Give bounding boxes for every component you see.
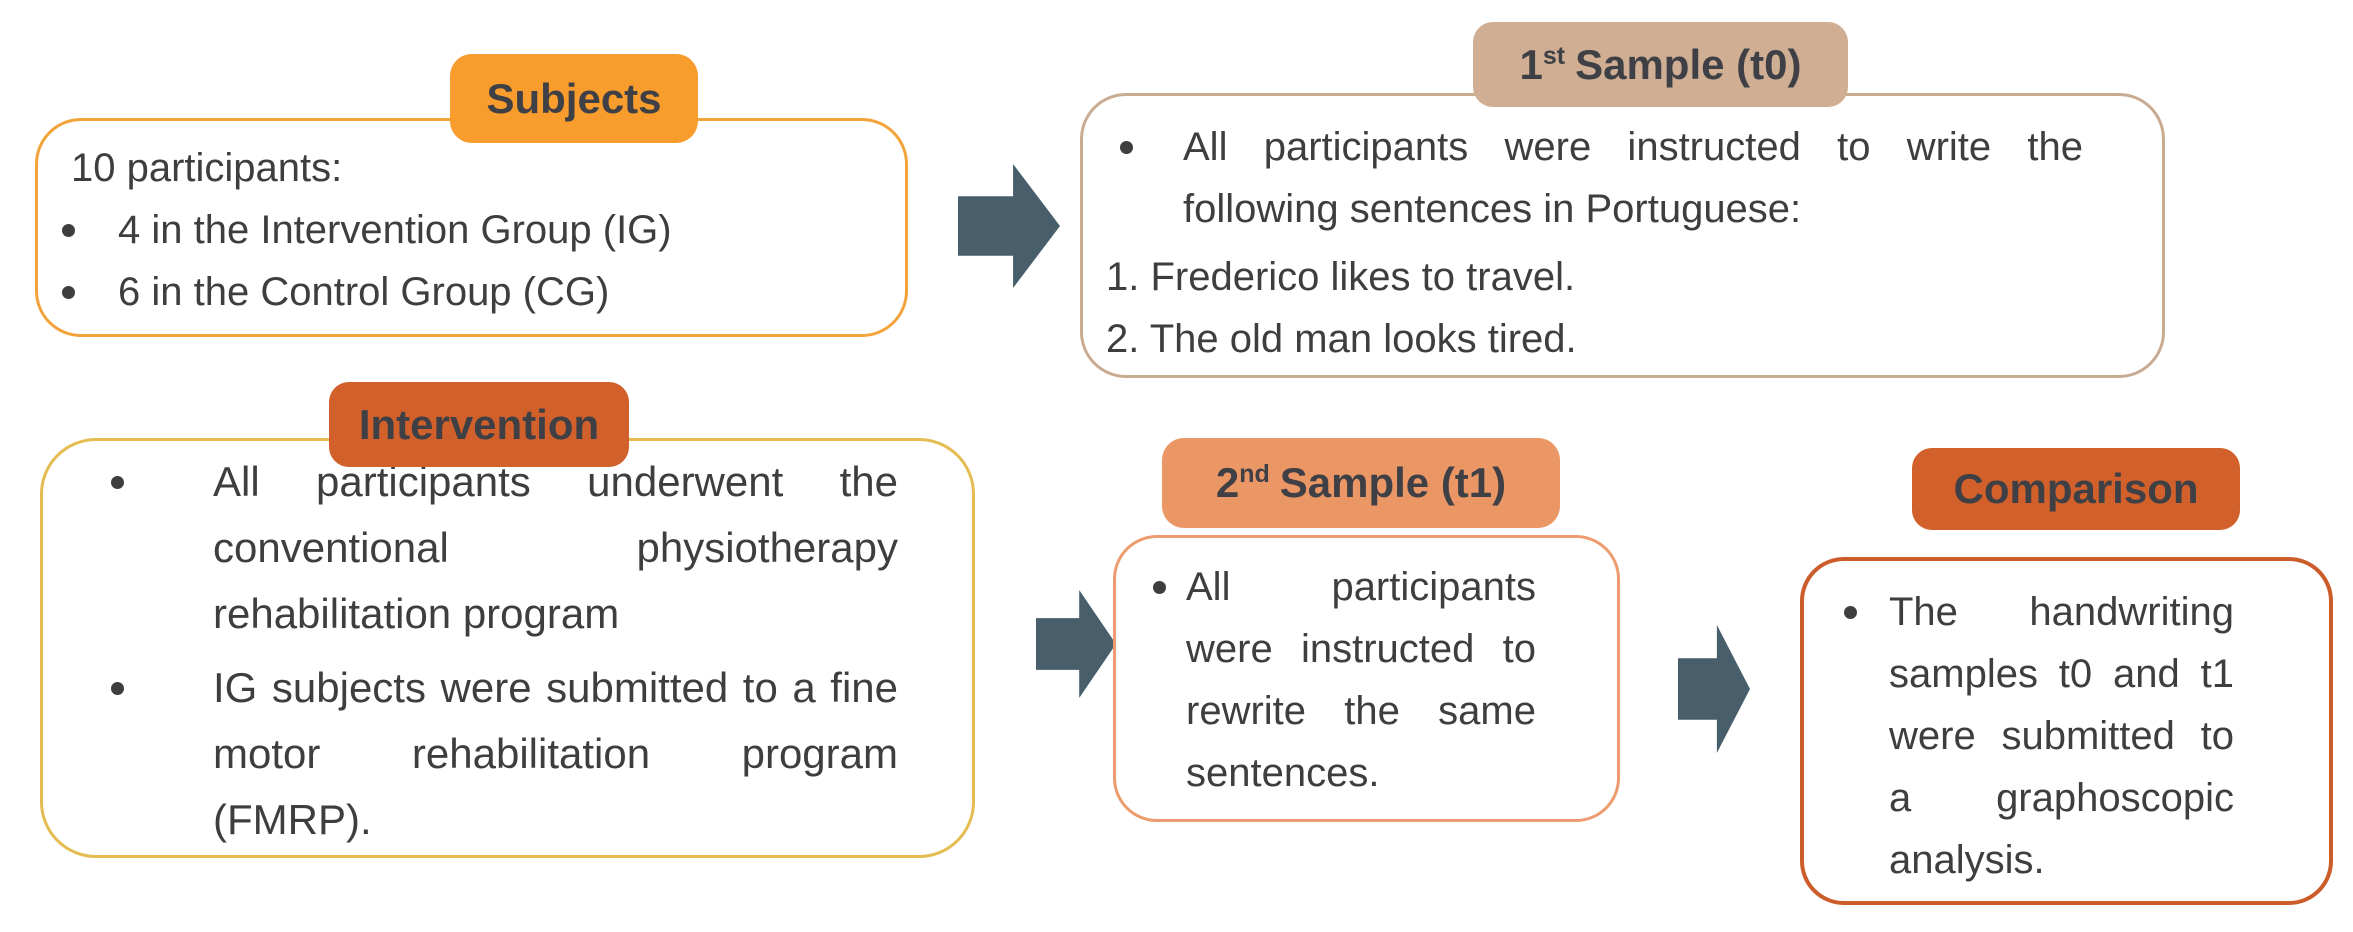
bullet-text: 6 in the Control Group (CG): [118, 270, 610, 314]
first-sample-label: 1st Sample (t0): [1473, 22, 1848, 107]
label-rest: Sample (t1): [1279, 459, 1507, 506]
numbered-item: 1. Frederico likes to travel.: [1106, 255, 1576, 299]
label-ordinal: nd: [1239, 460, 1270, 488]
label-number: 1: [1519, 40, 1543, 88]
bullet-text: The handwriting samples t0 and t1 were s…: [1889, 590, 2234, 882]
list-item: All participants were instructed to writ…: [1106, 116, 2083, 240]
subjects-box-content: 10 participants: 4 in the Intervention G…: [38, 121, 905, 323]
second-sample-label: 2nd Sample (t1): [1162, 438, 1560, 528]
bullet-icon: [62, 286, 75, 299]
second-sample-box: All participants were instructed to rewr…: [1113, 535, 1620, 822]
bullet-text: IG subjects were submitted to a fine mot…: [213, 664, 898, 843]
subjects-intro-text: 10 participants:: [71, 146, 343, 190]
list-item: 4 in the Intervention Group (IG): [38, 199, 875, 261]
label-number: 2: [1215, 459, 1240, 506]
label-ordinal: st: [1542, 41, 1566, 70]
list-item: The handwriting samples t0 and t1 were s…: [1844, 581, 2234, 891]
bullet-text: 4 in the Intervention Group (IG): [118, 208, 672, 252]
comparison-box-content: The handwriting samples t0 and t1 were s…: [1804, 561, 2329, 891]
bullet-icon: [1153, 581, 1166, 594]
numbered-item: 2. The old man looks tired.: [1106, 317, 1577, 361]
subjects-label-text: Subjects: [486, 74, 662, 122]
numbered-list: 1. Frederico likes to travel. 2. The old…: [1106, 246, 2162, 370]
label-rest: Sample (t0): [1575, 40, 1802, 88]
subjects-label: Subjects: [450, 54, 698, 143]
right-arrow-icon: [1678, 625, 1750, 753]
bullet-icon: [62, 224, 75, 237]
bullet-text: All participants were instructed to writ…: [1183, 125, 2083, 231]
list-item: IG subjects were submitted to a fine mot…: [111, 655, 898, 853]
list-item: 6 in the Control Group (CG): [38, 261, 875, 323]
first-sample-box: All participants were instructed to writ…: [1080, 93, 2165, 378]
first-sample-box-content: All participants were instructed to writ…: [1083, 96, 2162, 370]
list-item: All participants were instructed to rewr…: [1153, 556, 1536, 804]
intervention-box: All participants underwent the conventio…: [40, 438, 975, 858]
bullet-icon: [1844, 606, 1857, 619]
bullet-icon: [111, 682, 124, 695]
comparison-box: The handwriting samples t0 and t1 were s…: [1800, 557, 2333, 905]
subjects-box: 10 participants: 4 in the Intervention G…: [35, 118, 908, 337]
intervention-label-text: Intervention: [358, 400, 600, 448]
bullet-icon: [111, 476, 124, 489]
second-sample-box-content: All participants were instructed to rewr…: [1116, 538, 1617, 804]
bullet-text: All participants underwent the conventio…: [213, 458, 898, 637]
second-sample-label-text: 2nd Sample (t1): [1216, 459, 1506, 507]
intervention-box-content: All participants underwent the conventio…: [43, 441, 972, 853]
comparison-label: Comparison: [1912, 448, 2240, 530]
right-arrow-icon: [958, 164, 1060, 288]
right-arrow-icon: [1036, 590, 1116, 698]
bullet-icon: [1120, 141, 1133, 154]
list-item: All participants underwent the conventio…: [111, 449, 898, 647]
first-sample-label-text: 1st Sample (t0): [1520, 41, 1802, 89]
intervention-label: Intervention: [329, 382, 629, 467]
comparison-label-text: Comparison: [1953, 465, 2199, 512]
bullet-text: All participants were instructed to rewr…: [1186, 565, 1536, 795]
